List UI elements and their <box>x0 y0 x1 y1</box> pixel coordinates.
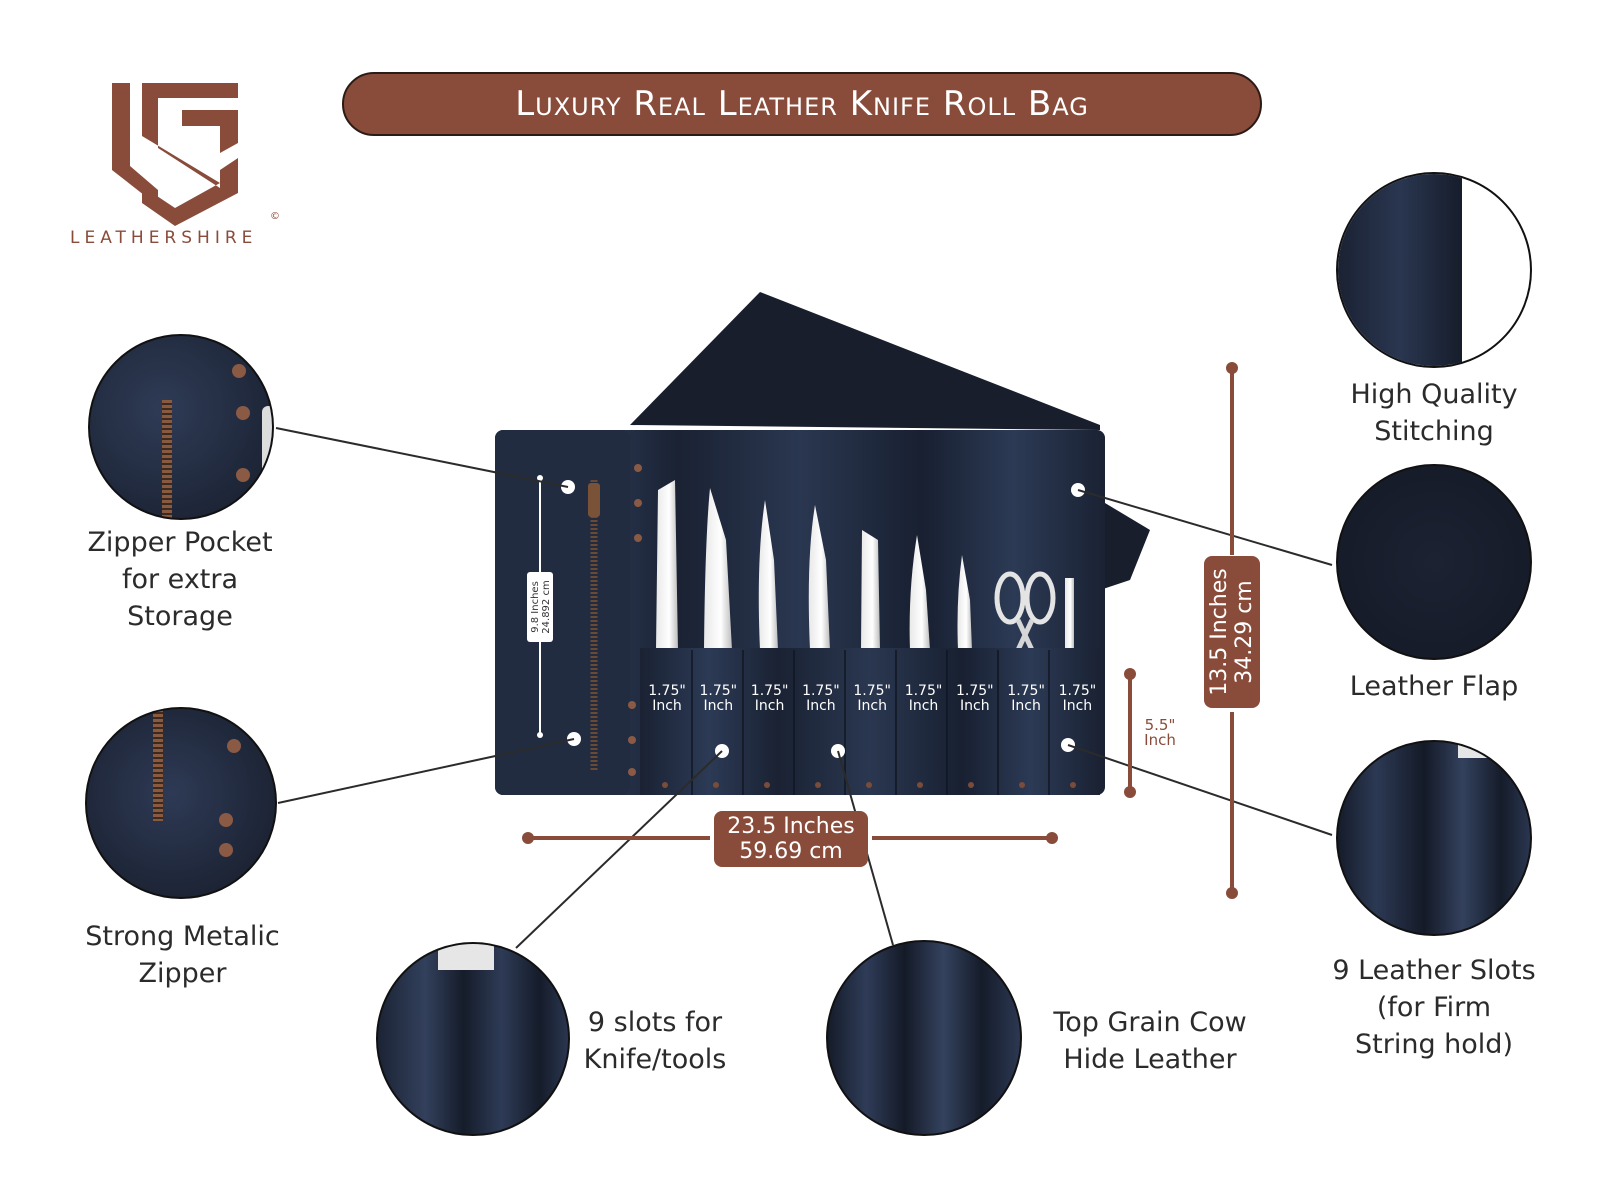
stitching-circle <box>1336 172 1532 368</box>
slot-width-label: 1.75"Inch <box>750 683 789 714</box>
title-banner: Luxury Real Leather Knife Roll Bag <box>342 72 1262 136</box>
slot-width-label: 1.75"Inch <box>1058 683 1097 714</box>
leather-flap-label: Leather Flap <box>1349 671 1519 702</box>
zipper-pull <box>588 483 600 517</box>
copyright-mark: © <box>270 211 280 222</box>
knives <box>656 480 1074 652</box>
slot-width-label: 1.75"Inch <box>853 683 891 714</box>
slot-pockets <box>640 648 1100 795</box>
string-slots-circle <box>1336 740 1532 936</box>
slot-width-label: 1.75"Inch <box>699 683 738 714</box>
brand-logo-icon <box>112 83 238 226</box>
knife-slots-circle <box>376 942 570 1136</box>
leather-flap-circle <box>1336 464 1532 660</box>
cow-hide-circle <box>826 940 1022 1136</box>
leather-flap <box>630 292 1150 590</box>
brand-name: LEATHERSHIRE <box>70 228 258 248</box>
pocket-dimension-label: 9.8 Inches 24.892 cm <box>530 580 552 634</box>
height-dimension-label: 13.5 Inches 34.29 cm <box>1204 556 1260 708</box>
slot-width-label: 1.75"Inch <box>802 683 840 714</box>
zipper-pocket-circle <box>88 334 274 520</box>
width-dimension-label: 23.5 Inches 59.69 cm <box>714 811 868 867</box>
slot-width-label: 1.75"Inch <box>648 683 686 714</box>
slot-depth-label: 5.5" Inch <box>1144 716 1176 749</box>
metal-zipper-circle <box>85 707 277 899</box>
slot-width-label: 1.75"Inch <box>955 683 994 714</box>
slot-width-label: 1.75"Inch <box>1007 683 1045 714</box>
page-title: Luxury Real Leather Knife Roll Bag <box>515 84 1089 124</box>
slot-width-label: 1.75"Inch <box>904 683 943 714</box>
